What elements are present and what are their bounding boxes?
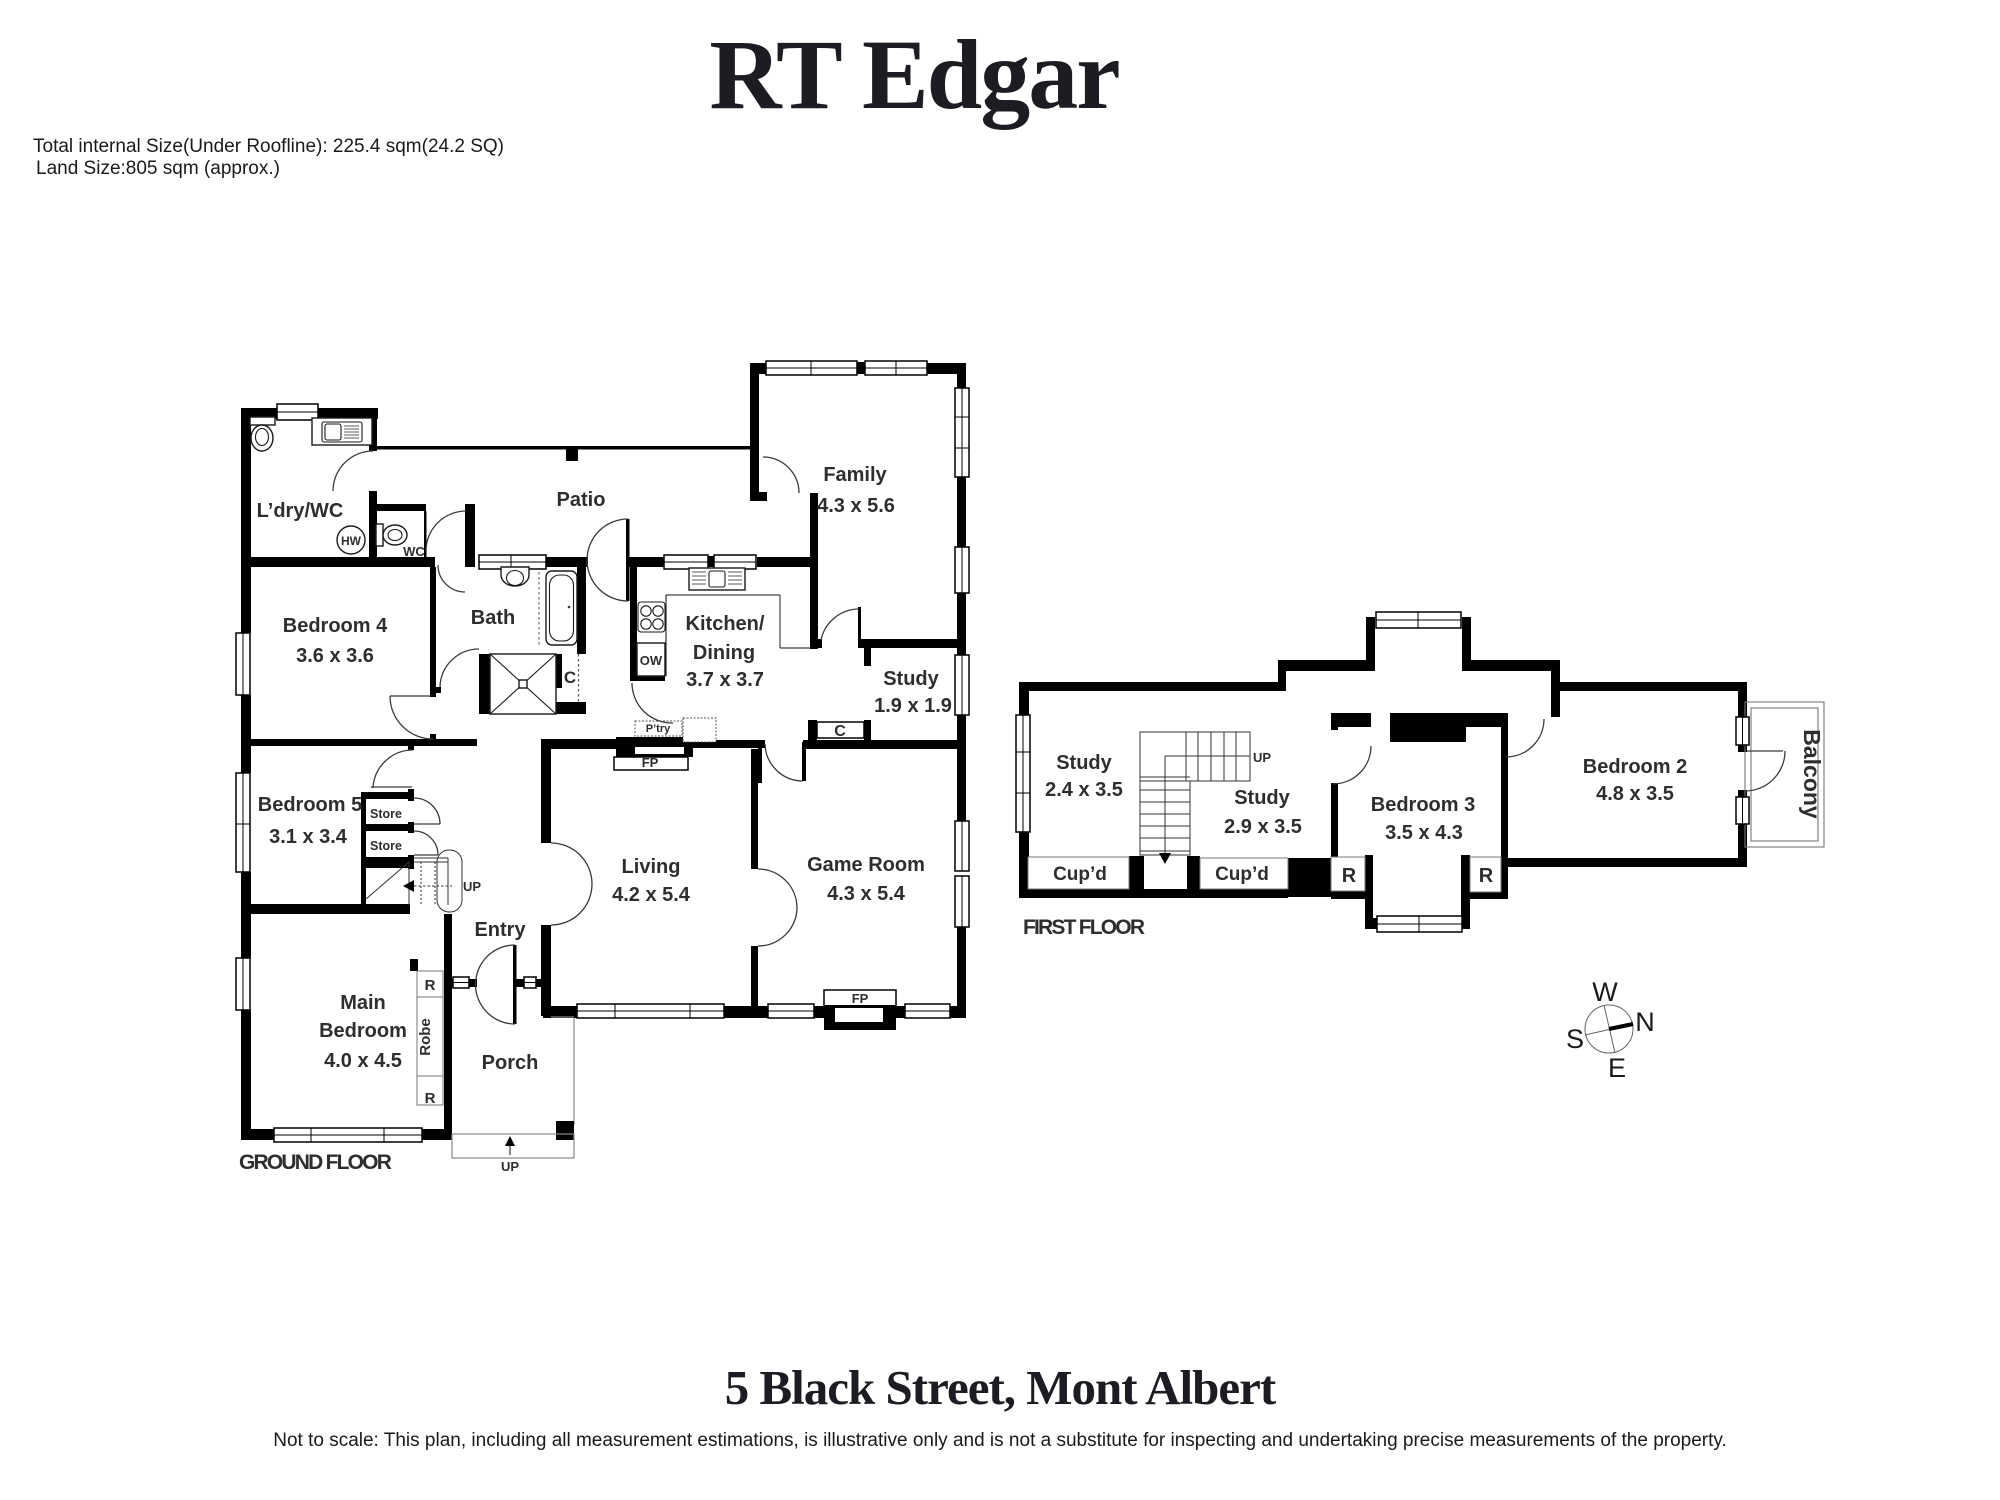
- svg-text:Land Size:805 sqm (approx.): Land Size:805 sqm (approx.): [36, 158, 280, 179]
- svg-text:2.4 x 3.5: 2.4 x 3.5: [1045, 779, 1123, 801]
- svg-text:Bedroom 4: Bedroom 4: [283, 615, 388, 637]
- svg-text:UP: UP: [463, 879, 481, 894]
- svg-text:WC: WC: [403, 544, 425, 559]
- svg-text:UP: UP: [501, 1159, 519, 1174]
- svg-text:2.9 x 3.5: 2.9 x 3.5: [1224, 816, 1302, 838]
- svg-text:Robe: Robe: [417, 1018, 434, 1056]
- svg-text:W: W: [1592, 977, 1618, 1007]
- svg-text:Bath: Bath: [471, 607, 515, 629]
- svg-text:Kitchen/: Kitchen/: [686, 613, 765, 635]
- svg-text:4.3 x 5.6: 4.3 x 5.6: [817, 495, 895, 517]
- svg-text:Study: Study: [883, 668, 939, 690]
- svg-text:HW: HW: [341, 534, 362, 548]
- svg-text:Study: Study: [1234, 787, 1290, 809]
- svg-text:E: E: [1608, 1053, 1626, 1083]
- svg-text:R: R: [425, 977, 436, 994]
- svg-text:R: R: [1479, 865, 1494, 887]
- svg-text:Game Room: Game Room: [807, 854, 925, 876]
- svg-text:RT Edgar: RT Edgar: [709, 19, 1119, 130]
- svg-text:Bedroom 2: Bedroom 2: [1583, 756, 1687, 778]
- svg-text:Not to scale: This plan, inclu: Not to scale: This plan, including all m…: [273, 1430, 1727, 1451]
- svg-text:C: C: [564, 668, 576, 687]
- svg-text:Bedroom: Bedroom: [319, 1020, 407, 1042]
- svg-text:Main: Main: [340, 992, 386, 1014]
- svg-text:Store: Store: [370, 807, 402, 821]
- svg-text:UP: UP: [1253, 750, 1271, 765]
- svg-text:3.1 x 3.4: 3.1 x 3.4: [269, 826, 348, 848]
- svg-text:5 Black Street, Mont Albert: 5 Black Street, Mont Albert: [725, 1360, 1277, 1415]
- svg-text:P’try: P’try: [646, 723, 671, 735]
- svg-text:1.9 x 1.9: 1.9 x 1.9: [874, 695, 952, 717]
- svg-text:Balcony: Balcony: [1799, 729, 1825, 819]
- svg-text:S: S: [1566, 1024, 1584, 1054]
- svg-text:FP: FP: [642, 755, 659, 770]
- svg-text:Total internal Size(Under Roof: Total internal Size(Under Roofline): 225…: [33, 136, 504, 157]
- svg-text:Entry: Entry: [474, 919, 526, 941]
- svg-text:Cup’d: Cup’d: [1215, 864, 1269, 885]
- svg-text:C: C: [834, 723, 846, 740]
- svg-text:Bedroom 3: Bedroom 3: [1371, 794, 1475, 816]
- svg-text:4.3 x 5.4: 4.3 x 5.4: [827, 883, 906, 905]
- svg-text:GROUND FLOOR: GROUND FLOOR: [239, 1151, 392, 1174]
- svg-text:4.2 x 5.4: 4.2 x 5.4: [612, 884, 691, 906]
- svg-text:Study: Study: [1056, 752, 1112, 774]
- svg-text:Living: Living: [622, 856, 681, 878]
- svg-text:Patio: Patio: [557, 489, 606, 511]
- svg-text:L’dry/WC: L’dry/WC: [257, 500, 344, 522]
- svg-text:3.6 x 3.6: 3.6 x 3.6: [296, 645, 374, 667]
- svg-text:3.5 x 4.3: 3.5 x 4.3: [1385, 822, 1463, 844]
- svg-text:R: R: [1342, 865, 1357, 887]
- svg-text:4.0 x 4.5: 4.0 x 4.5: [324, 1050, 402, 1072]
- svg-text:R: R: [425, 1090, 436, 1107]
- svg-text:N: N: [1635, 1007, 1655, 1037]
- svg-text:Dining: Dining: [693, 642, 755, 664]
- svg-text:FIRST FLOOR: FIRST FLOOR: [1023, 916, 1145, 939]
- svg-text:3.7 x 3.7: 3.7 x 3.7: [686, 669, 764, 691]
- svg-text:Family: Family: [823, 464, 887, 486]
- svg-text:4.8 x 3.5: 4.8 x 3.5: [1596, 783, 1674, 805]
- svg-text:Store: Store: [370, 839, 402, 853]
- svg-text:Cup’d: Cup’d: [1053, 864, 1107, 885]
- svg-text:Bedroom 5: Bedroom 5: [258, 794, 362, 816]
- svg-text:FP: FP: [852, 991, 869, 1006]
- svg-text:Porch: Porch: [482, 1052, 539, 1074]
- svg-text:OW: OW: [640, 653, 663, 668]
